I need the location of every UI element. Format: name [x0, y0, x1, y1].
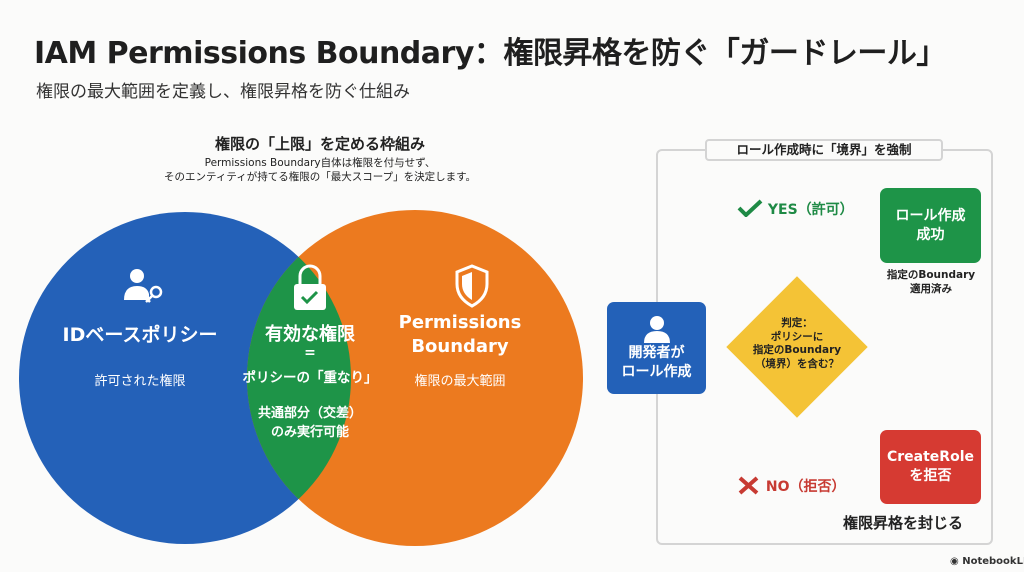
developer-node-line: 開発者が: [628, 345, 685, 361]
decision-line: （境界）を含む？: [755, 357, 839, 370]
x-icon: [738, 476, 759, 495]
boundary-title-line: Permissions: [398, 312, 522, 333]
user-icon: [643, 316, 670, 343]
role-created-node: ロール作成 成功: [880, 188, 981, 263]
role-created-note-line: 指定のBoundary: [886, 269, 976, 281]
decision-line: 判定：: [781, 317, 813, 329]
enforcement-panel-title: ロール作成時に「境界」を強制: [705, 139, 943, 161]
identity-policy-desc: 許可された権限: [94, 374, 186, 389]
boundary-desc: 権限の最大範囲: [414, 374, 506, 389]
venn-diagram: [19, 210, 583, 546]
page-subtitle: 権限の最大範囲を定義し、権限昇格を防ぐ仕組み: [36, 82, 410, 102]
decision-line: ポリシーに: [770, 330, 824, 343]
denied-line: CreateRole: [886, 449, 974, 465]
developer-node-line: ロール作成: [621, 364, 692, 380]
effective-note: 共通部分（交差） のみ実行可能: [220, 404, 400, 442]
framework-description: Permissions Boundary自体は権限を付与せず、 そのエンティティ…: [100, 156, 540, 184]
seal-escalation-caption: 権限昇格を封じる: [843, 514, 964, 532]
check-icon: [737, 199, 763, 218]
decision-text: 判定： ポリシーに 指定のBoundary （境界）を含む？: [730, 317, 864, 371]
identity-policy-circle: [19, 212, 351, 544]
no-label-text: NO（拒否）: [765, 479, 846, 495]
boundary-circle: [247, 210, 583, 546]
effective-equals: =: [304, 345, 316, 361]
developer-create-role-node: 開発者が ロール作成: [607, 302, 706, 394]
identity-policy-title: IDベースポリシー: [62, 324, 218, 346]
shield-icon: [455, 264, 489, 308]
brand-text: NotebookLM: [962, 556, 1024, 567]
framework-desc-line: そのエンティティが持てる権限の「最大スコープ」を決定します。: [163, 171, 477, 183]
role-created-line: 成功: [916, 226, 945, 243]
boundary-title-line: Boundary: [411, 336, 509, 357]
role-created-note: 指定のBoundary 適用済み: [866, 268, 996, 296]
boundary-title: Permissions Boundary: [360, 311, 560, 359]
framework-desc-line: Permissions Boundary自体は権限を付与せず、: [204, 157, 436, 169]
page-title: IAM Permissions Boundary：権限昇格を防ぐ「ガードレール」: [34, 36, 946, 71]
notebooklm-logo: ◉ NotebookLM: [950, 556, 1024, 567]
effective-note-line: のみ実行可能: [270, 425, 349, 440]
lock-check-icon: [294, 264, 326, 310]
role-created-note-line: 適用済み: [910, 283, 952, 295]
effective-note-line: 共通部分（交差）: [257, 406, 362, 421]
decision-line: 指定のBoundary: [752, 344, 842, 356]
denied-line: を拒否: [909, 468, 952, 484]
yes-label: YES（許可）: [737, 199, 854, 219]
framework-title: 権限の「上限」を定める枠組み: [214, 135, 425, 153]
effective-desc: ポリシーの「重なり」: [242, 370, 378, 386]
role-created-line: ロール作成: [895, 207, 966, 224]
no-label: NO（拒否）: [737, 475, 846, 496]
user-key-icon: [124, 269, 163, 303]
effective-title: 有効な権限: [265, 324, 355, 345]
yes-label-text: YES（許可）: [767, 202, 854, 218]
create-role-denied-node: CreateRole を拒否: [880, 430, 981, 504]
